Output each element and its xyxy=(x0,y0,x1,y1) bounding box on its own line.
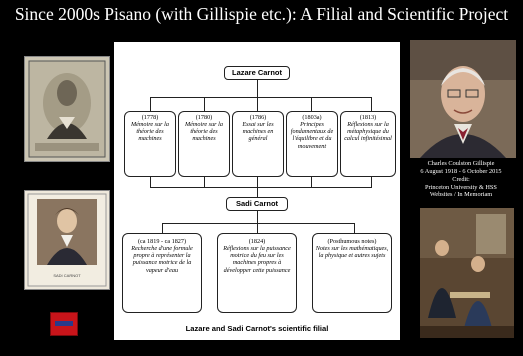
top-bus xyxy=(150,97,372,98)
gillispie-photo xyxy=(410,40,516,158)
drop-3 xyxy=(257,97,258,111)
son-down xyxy=(257,211,258,223)
lazare-work-1778: (1778) Mémoire sur la théorie des machin… xyxy=(124,111,176,177)
rise-5 xyxy=(371,177,372,187)
son-connector xyxy=(257,187,258,197)
drop-5 xyxy=(371,97,372,111)
root-connector xyxy=(257,80,258,97)
drop-1 xyxy=(150,97,151,111)
lazare-work-1813: (1813) Réflexions sur la métaphysique du… xyxy=(340,111,396,177)
lazare-carnot-node: Lazare Carnot xyxy=(224,66,290,80)
bdrop-2 xyxy=(257,223,258,233)
rise-4 xyxy=(311,177,312,187)
diagram-caption: Lazare and Sadi Carnot's scientific fili… xyxy=(185,324,329,333)
rise-3 xyxy=(257,177,258,187)
sadi-carnot-portrait: SADI CARNOT xyxy=(24,190,110,290)
lazare-carnot-portrait xyxy=(24,56,110,162)
slide-title: Since 2000s Pisano (with Gillispie etc.)… xyxy=(14,4,509,24)
gillispie-caption: Charles Coulston Gillispie 6 August 1918… xyxy=(420,160,502,199)
sadi-portrait-caption: SADI CARNOT xyxy=(53,273,81,278)
lazare-work-1786: (1786) Essai sur les machines en général xyxy=(232,111,284,177)
book-cover xyxy=(50,312,78,336)
painting-image xyxy=(420,208,514,338)
sadi-work-1819: (ca 1819 - ca 1827) Recherche d'une form… xyxy=(122,233,202,313)
drop-2 xyxy=(204,97,205,111)
lazare-work-1780: (1780) Mémoire sur la théorie des machin… xyxy=(178,111,230,177)
drop-4 xyxy=(311,97,312,111)
sadi-carnot-node: Sadi Carnot xyxy=(226,197,288,211)
sadi-work-1824: (1824) Réflexions sur la puissance motri… xyxy=(217,233,297,313)
bdrop-3 xyxy=(354,223,355,233)
bdrop-1 xyxy=(162,223,163,233)
rise-1 xyxy=(150,177,151,187)
lazare-work-1803a: (1803a) Principes fondamentaux de l'équi… xyxy=(286,111,338,177)
middle-bus xyxy=(150,187,372,188)
rise-2 xyxy=(204,177,205,187)
carnot-filial-diagram: Lazare Carnot (1778) Mémoire sur la théo… xyxy=(114,42,400,340)
bottom-bus xyxy=(162,223,354,224)
sadi-work-posthumous: (Posthumous notes) Notes sur les mathéma… xyxy=(312,233,392,313)
